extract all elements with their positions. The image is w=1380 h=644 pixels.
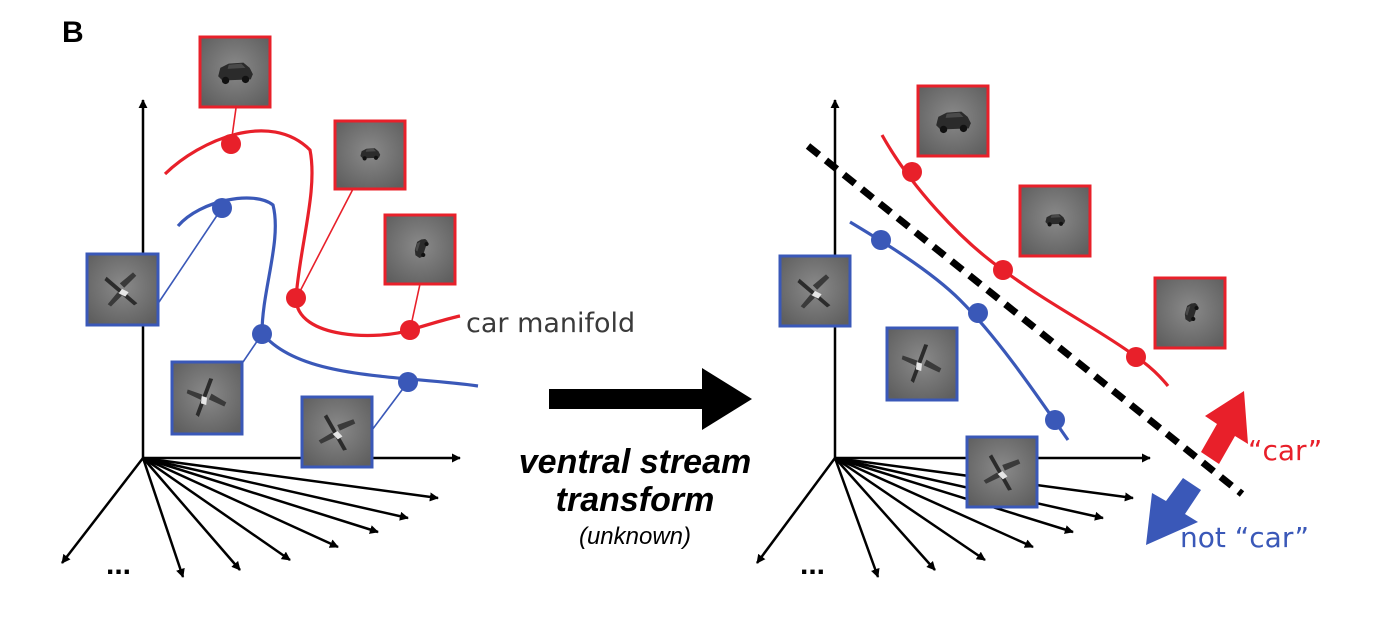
transform-arrow — [549, 368, 752, 430]
right-plane-image-2 — [885, 326, 959, 402]
right-plane-image-3 — [965, 435, 1039, 509]
left-plane-image-1 — [85, 252, 160, 327]
notcar-class-label: not “car” — [1180, 521, 1309, 554]
left-car-image-3 — [383, 213, 457, 286]
right-car-image-2 — [1018, 184, 1092, 258]
right-car-point-1 — [902, 162, 922, 182]
decision-boundary — [805, 143, 1245, 497]
transform-subtitle: (unknown) — [579, 523, 691, 550]
right-plane-image-1 — [778, 254, 852, 328]
right-car-point-2 — [993, 260, 1013, 280]
left-car-image-1 — [198, 35, 272, 109]
transform-title-line2: transform — [556, 481, 715, 519]
right-car-image-3 — [1153, 276, 1227, 350]
left-plane-image-3 — [300, 395, 374, 469]
left-car-image-2 — [333, 119, 407, 191]
left-dots — [212, 134, 420, 392]
right-car-manifold — [880, 134, 1170, 387]
left-axes — [61, 99, 461, 578]
left-plane-point-3 — [398, 372, 418, 392]
notcar-direction-arrow — [1146, 478, 1201, 545]
car-class-label: “car” — [1248, 434, 1322, 467]
right-plane-point-1 — [871, 230, 891, 250]
right-ellipsis: ... — [800, 548, 825, 581]
left-plane-image-2 — [170, 360, 244, 436]
left-plane-point-1 — [212, 198, 232, 218]
right-plane-point-3 — [1045, 410, 1065, 430]
panel-label: B — [62, 16, 84, 49]
car-direction-arrow — [1201, 391, 1248, 464]
transform-title-line1: ventral stream — [519, 443, 751, 481]
right-dots — [871, 162, 1146, 430]
left-car-point-2 — [286, 288, 306, 308]
right-car-point-3 — [1126, 347, 1146, 367]
left-car-point-1 — [221, 134, 241, 154]
left-notcar-manifold — [176, 196, 479, 388]
right-car-image-1 — [916, 84, 990, 158]
car-manifold-label: car manifold — [466, 308, 635, 339]
left-plane-point-2 — [252, 324, 272, 344]
right-plane-point-2 — [968, 303, 988, 323]
left-car-point-3 — [400, 320, 420, 340]
left-ellipsis: ... — [106, 548, 131, 581]
